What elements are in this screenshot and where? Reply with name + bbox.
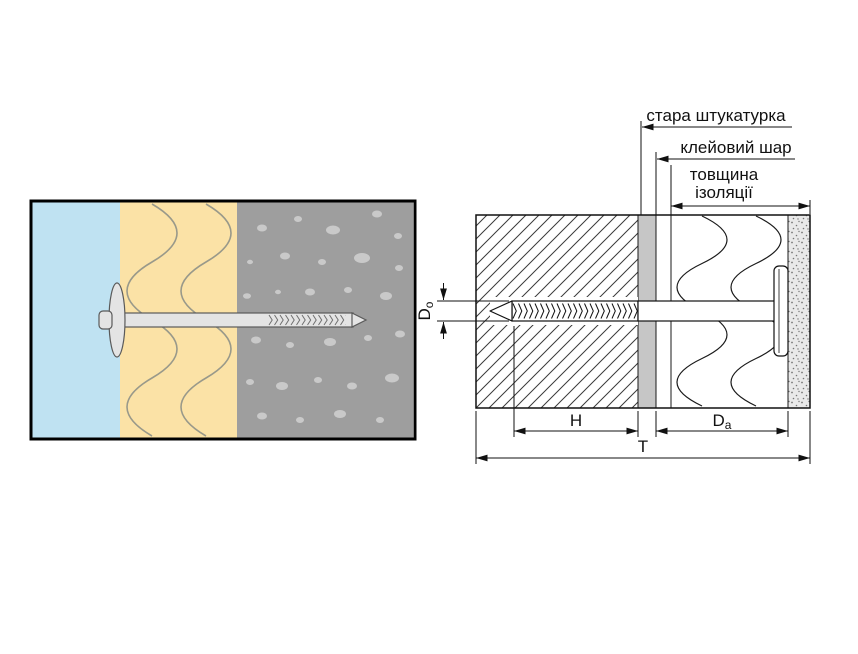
wall-speckles: [243, 210, 405, 423]
fastener-section: [489, 265, 789, 357]
dim-label-da: Da: [713, 411, 732, 432]
label-insulation-thickness-line1: товщина: [690, 165, 759, 184]
fastener-tip-section: [489, 300, 513, 322]
dim-label-do: Do: [415, 301, 436, 320]
fastener-rib-zone: [268, 313, 346, 327]
dim-label-t: T: [638, 437, 648, 456]
fastener-nail-head: [98, 310, 113, 330]
label-insulation-thickness-line2: ізоляції: [695, 183, 753, 202]
dim-label-h: H: [570, 411, 582, 430]
section-drawing: [475, 214, 811, 409]
panel-frame: [29, 199, 417, 441]
installation-illustration-panel: [29, 199, 417, 441]
fastener-illustration: [98, 282, 368, 358]
label-old-plaster: стара штукатурка: [646, 106, 786, 125]
annotation-lines: [437, 121, 811, 464]
section-outline: [475, 214, 811, 409]
fastener-plate-section: [773, 265, 789, 357]
labels: стара штукатурка клейовий шар товщина із…: [415, 106, 792, 456]
fastener-sleeve-ribs: [512, 301, 638, 321]
label-adhesive-layer: клейовий шар: [680, 138, 791, 157]
fastener-shaft-section: [637, 300, 777, 322]
fastener-tip: [351, 312, 368, 328]
render-stipple-region: [788, 215, 810, 408]
